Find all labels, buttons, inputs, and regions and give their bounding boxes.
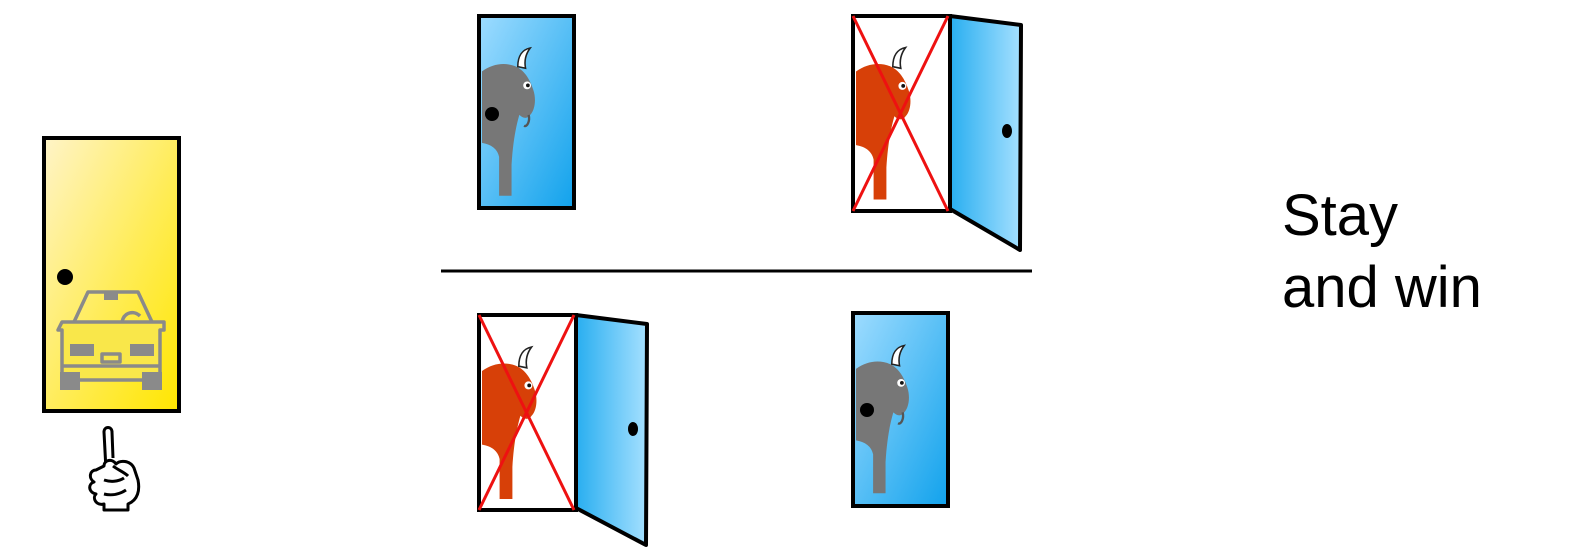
chosen-door [44,138,179,411]
pointing-hand-icon [90,428,139,511]
door-knob [628,422,638,436]
door-knob [860,403,874,417]
scenario-1 [479,16,1021,250]
opened-door-goat-crossed [479,315,647,545]
scenario-2 [479,313,948,545]
door-knob [1002,124,1012,138]
opened-door-goat-crossed [853,16,1021,250]
caption-line-2: and win [1282,252,1482,324]
closed-door-goat [479,16,574,208]
closed-door-goat [853,313,948,506]
door-knob [57,269,73,285]
caption: Stay and win [1282,180,1482,324]
caption-line-1: Stay [1282,180,1482,252]
door-knob [485,107,499,121]
